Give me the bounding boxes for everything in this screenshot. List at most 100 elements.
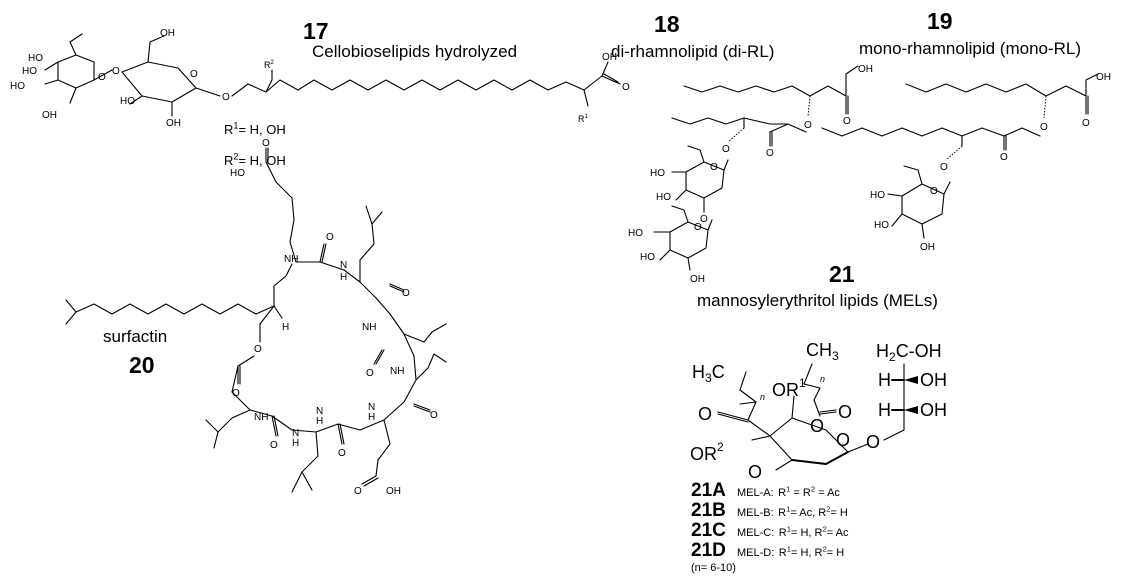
atom-label: HO xyxy=(10,81,25,92)
atom-label: O xyxy=(232,388,240,399)
atom-label: OH xyxy=(690,274,705,285)
atom-label: O xyxy=(338,448,346,459)
atom-label: O xyxy=(262,138,270,149)
atom-label: O xyxy=(222,92,230,103)
atom-label: OH xyxy=(166,118,181,129)
atom-label: O xyxy=(866,432,880,452)
atom-label: O xyxy=(836,430,850,450)
compound-20-number: 20 xyxy=(129,352,155,378)
atom-label: OH xyxy=(602,52,617,63)
atom-label: O xyxy=(698,404,712,424)
atom-label: O xyxy=(748,462,762,482)
atom-label: O xyxy=(326,232,334,243)
atom-label: OH xyxy=(386,486,401,497)
compound-21-number: 21 xyxy=(829,261,855,287)
atom-label: H xyxy=(368,412,375,423)
atom-label: O xyxy=(722,144,730,155)
atom-label: O xyxy=(254,344,262,355)
atom-label: OH xyxy=(160,28,175,39)
compound-17-r2-note: R2= H, OH xyxy=(224,151,286,168)
structure-19: OH O O O O O HO HO OH xyxy=(821,72,1111,253)
atom-label: HO xyxy=(656,192,671,203)
atom-label: H xyxy=(292,438,299,449)
atom-label: O xyxy=(700,214,708,225)
atom-label: OH xyxy=(920,242,935,253)
atom-label: H xyxy=(340,272,347,283)
atom-label: N xyxy=(292,428,299,439)
atom-label: O xyxy=(694,222,702,233)
structure-17: HO HO HO OH O O OH O HO OH O R2 R1 OH O xyxy=(10,28,630,129)
atom-label: N xyxy=(340,260,347,271)
atom-label: N xyxy=(316,406,323,417)
atom-label: O xyxy=(430,410,438,421)
atom-label: O xyxy=(710,162,718,173)
atom-label: O xyxy=(366,368,374,379)
compound-19-name: mono-rhamnolipid (mono-RL) xyxy=(859,39,1082,58)
atom-label: HO xyxy=(874,220,889,231)
compound-18-name: di-rhamnolipid (di-RL) xyxy=(611,42,775,61)
atom-label: H3C xyxy=(692,362,725,385)
atom-label: n xyxy=(760,392,765,402)
compound-17-number: 17 xyxy=(303,18,329,44)
structure-18: OH O O O O O HO HO O O HO HO OH xyxy=(628,64,873,285)
atom-label: CH3 xyxy=(806,340,839,363)
compound-19-number: 19 xyxy=(927,8,953,34)
atom-label: OR1 xyxy=(772,376,806,400)
atom-label: O xyxy=(766,148,774,159)
atom-label: N xyxy=(368,402,375,413)
atom-label: O xyxy=(930,186,938,197)
atom-label: HO xyxy=(650,168,665,179)
atom-label: O xyxy=(1040,122,1048,133)
compound-17-name: Cellobioselipids hydrolyzed xyxy=(312,42,518,61)
atom-label: HO xyxy=(640,252,655,263)
atom-label: O xyxy=(940,162,948,173)
atom-label: H xyxy=(316,416,323,427)
atom-label: OH xyxy=(920,400,947,420)
atom-label: HO xyxy=(230,168,245,179)
r2-label: R2 xyxy=(264,60,275,70)
structure-20: NH H O O O HO O N H O NH O NH xyxy=(65,138,447,497)
atom-label: HO xyxy=(870,190,885,201)
atom-label: OH xyxy=(42,110,57,121)
mel-n-range: (n= 6-10) xyxy=(691,562,736,574)
atom-label: OH xyxy=(920,370,947,390)
atom-label: O xyxy=(843,116,851,127)
atom-label: O xyxy=(622,82,630,93)
atom-label: O xyxy=(402,288,410,299)
atom-label: H xyxy=(878,370,891,390)
atom-label: H2C-OH xyxy=(876,341,942,364)
atom-label: HO xyxy=(22,66,37,77)
atom-label: HO xyxy=(628,228,643,239)
structure-21: H3C n O OR1 CH3 n O O O OR2 O O H2C-O xyxy=(690,340,947,482)
atom-label: O xyxy=(190,69,198,80)
compound-18-number: 18 xyxy=(654,11,680,37)
compound-21-name: mannosylerythritol lipids (MELs) xyxy=(697,291,938,310)
atom-label: O xyxy=(804,120,812,131)
atom-label: O xyxy=(98,72,106,83)
atom-label: n xyxy=(820,374,825,384)
compound-17-r1-note: R1= H, OH xyxy=(224,120,286,137)
atom-label: HO xyxy=(120,96,135,107)
atom-label: O xyxy=(354,486,362,497)
atom-label: NH xyxy=(390,366,404,377)
atom-label: O xyxy=(270,440,278,451)
atom-label: NH xyxy=(284,254,298,265)
atom-label: NH xyxy=(362,322,376,333)
atom-label: O xyxy=(838,402,852,422)
atom-label: O xyxy=(1082,118,1090,129)
atom-label: O xyxy=(1000,152,1008,163)
atom-label: H xyxy=(282,322,289,333)
compound-20-name: surfactin xyxy=(103,327,168,346)
atom-label: H xyxy=(878,400,891,420)
atom-label: OR2 xyxy=(690,440,724,464)
atom-label: O xyxy=(112,66,120,77)
atom-label: OH xyxy=(1096,72,1111,83)
atom-label: O xyxy=(810,416,824,436)
atom-label: OH xyxy=(858,64,873,75)
